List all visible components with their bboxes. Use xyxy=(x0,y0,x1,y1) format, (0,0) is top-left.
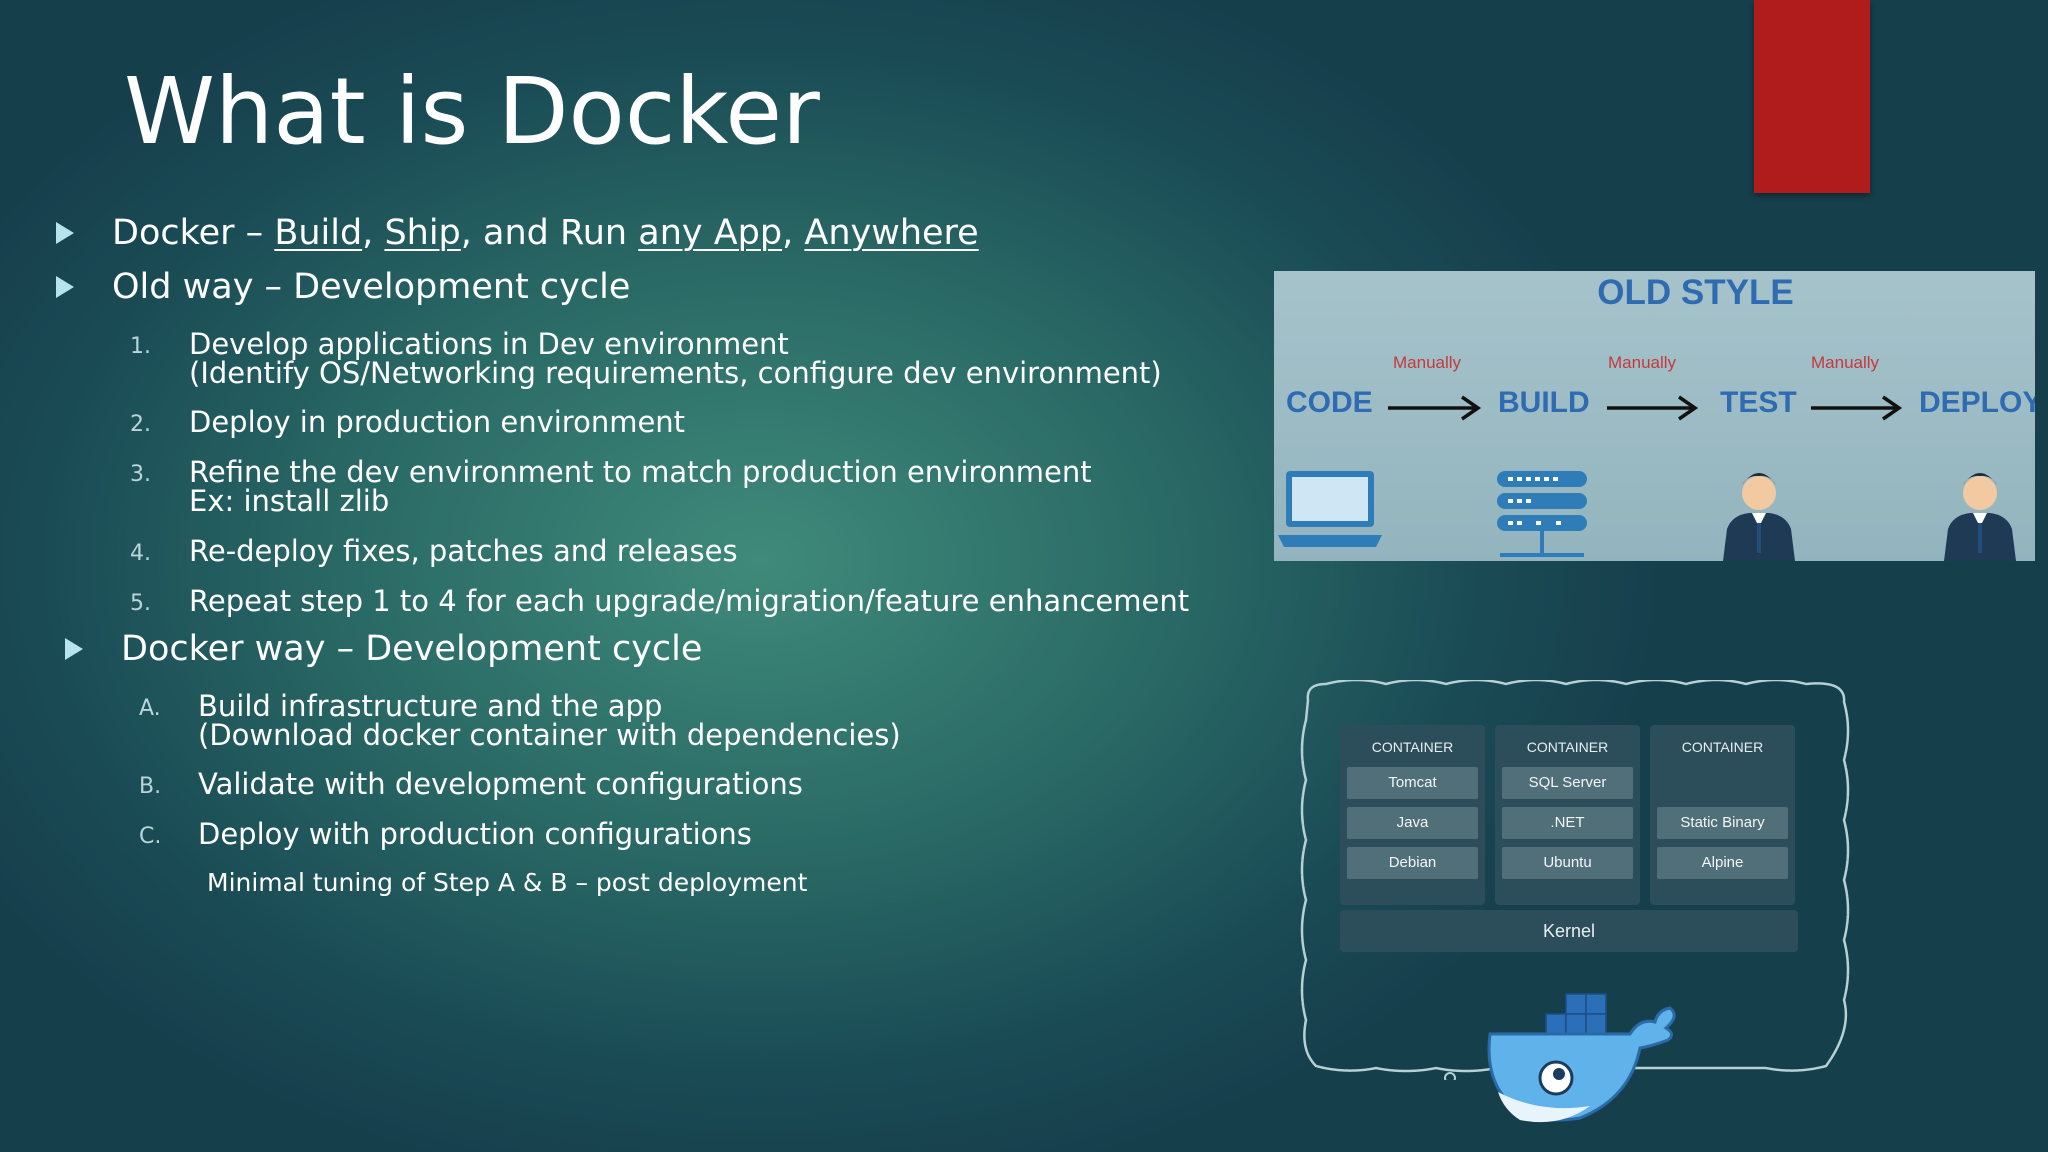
step-text: Deploy with production configurations xyxy=(198,817,752,851)
container-header: CONTAINER xyxy=(1371,739,1454,755)
link-build[interactable]: Build xyxy=(274,213,363,253)
docker-way-step-c: C. Deploy with production configurations xyxy=(139,817,752,851)
old-style-graphics xyxy=(1278,395,2016,561)
laptop-icon xyxy=(1278,471,1382,547)
arrow-icon xyxy=(1388,395,1482,421)
container-header: CONTAINER xyxy=(1681,739,1764,755)
arrow-label-manually: Manually xyxy=(1608,353,1677,372)
container-layer: Alpine xyxy=(1657,847,1788,879)
bullet-docker-way: Docker way – Development cycle xyxy=(65,629,703,669)
step-number: A. xyxy=(139,696,161,721)
accent-red-bar xyxy=(1754,0,1870,193)
link-ship[interactable]: Ship xyxy=(384,213,461,253)
docker-whale-icon xyxy=(1487,993,1676,1123)
link-any-app[interactable]: any App xyxy=(638,213,783,253)
step-text-detail: (Identify OS/Networking requirements, co… xyxy=(189,356,1162,390)
arrow-label-manually: Manually xyxy=(1393,353,1462,372)
arrow-label-manually: Manually xyxy=(1811,353,1880,372)
link-anywhere[interactable]: Anywhere xyxy=(804,213,979,253)
step-number: 1. xyxy=(130,334,151,359)
step-text: Build infrastructure and the app xyxy=(198,689,663,723)
thought-cloud-outline xyxy=(1300,680,1850,1080)
container-layer: Debian xyxy=(1347,847,1478,879)
container-layer: Java xyxy=(1347,807,1478,839)
step-number: 5. xyxy=(130,591,151,616)
tagline-separator: , xyxy=(782,213,805,253)
arrow-icon xyxy=(1811,395,1903,421)
stage-build: BUILD xyxy=(1498,386,1590,419)
person-icon xyxy=(1944,473,2016,561)
old-style-diagram: OLD STYLE CODE BUILD TEST DEPLOY Manuall… xyxy=(1274,271,2035,561)
container-1: CONTAINER Tomcat Java Debian xyxy=(1340,725,1485,905)
step-number: 2. xyxy=(130,412,151,437)
step-text: Re-deploy fixes, patches and releases xyxy=(189,534,738,568)
bullet-docker-tagline: Docker – Build, Ship, and Run any App, A… xyxy=(56,213,979,253)
container-layer: Static Binary xyxy=(1657,807,1788,839)
step-text-detail: Ex: install zlib xyxy=(189,484,390,518)
step-number: 3. xyxy=(130,462,151,487)
step-text: Deploy in production environment xyxy=(189,405,686,439)
old-way-step-1: 1. Develop applications in Dev environme… xyxy=(130,327,1162,390)
step-number: 4. xyxy=(130,541,151,566)
arrow-icon xyxy=(1607,395,1699,421)
stage-test: TEST xyxy=(1720,386,1797,419)
container-header: CONTAINER xyxy=(1526,739,1609,755)
step-number: C. xyxy=(139,824,162,849)
container-2: CONTAINER SQL Server .NET Ubuntu xyxy=(1495,725,1640,905)
person-icon xyxy=(1723,473,1795,561)
server-icon xyxy=(1497,471,1587,557)
docker-way-step-a: A. Build infrastructure and the app (Dow… xyxy=(139,689,901,752)
old-way-step-4: 4. Re-deploy fixes, patches and releases xyxy=(130,534,738,568)
step-text: Refine the dev environment to match prod… xyxy=(189,455,1092,489)
bullet-triangle-icon xyxy=(56,222,74,244)
old-way-step-5: 5. Repeat step 1 to 4 for each upgrade/m… xyxy=(130,584,1190,618)
container-layer: SQL Server xyxy=(1502,767,1633,799)
step-number: B. xyxy=(139,774,162,799)
step-text: Validate with development configurations xyxy=(198,767,803,801)
tagline-middle: , and Run xyxy=(460,213,639,253)
container-layer: Ubuntu xyxy=(1502,847,1633,879)
step-text: Develop applications in Dev environment xyxy=(189,327,789,361)
container-3: CONTAINER Static Binary Alpine xyxy=(1650,725,1795,905)
step-text-detail: (Download docker container with dependen… xyxy=(198,718,901,752)
bullet-triangle-icon xyxy=(56,276,74,298)
tagline-separator: , xyxy=(362,213,385,253)
kernel-bar: Kernel xyxy=(1340,910,1798,952)
slide-title: What is Docker xyxy=(124,58,820,165)
stage-code: CODE xyxy=(1286,386,1373,419)
old-style-title: OLD STYLE xyxy=(1597,273,1794,312)
bullet-docker-way-label: Docker way – Development cycle xyxy=(121,629,703,669)
container-layer: Tomcat xyxy=(1347,767,1478,799)
stage-deploy: DEPLOY xyxy=(1919,386,2035,419)
old-way-step-2: 2. Deploy in production environment xyxy=(130,405,686,439)
bullet-triangle-icon xyxy=(65,638,83,660)
docker-way-step-b: B. Validate with development configurati… xyxy=(139,767,803,801)
bullet-old-way-label: Old way – Development cycle xyxy=(112,267,631,307)
bullet-old-way: Old way – Development cycle xyxy=(56,267,631,307)
container-layer: .NET xyxy=(1502,807,1633,839)
step-text: Repeat step 1 to 4 for each upgrade/migr… xyxy=(189,584,1190,618)
old-way-step-3: 3. Refine the dev environment to match p… xyxy=(130,455,1092,518)
post-deployment-note: Minimal tuning of Step A & B – post depl… xyxy=(207,868,808,897)
container-diagram: CONTAINER Tomcat Java Debian CONTAINER S… xyxy=(1296,680,1856,1080)
tagline-prefix: Docker – xyxy=(112,213,275,253)
